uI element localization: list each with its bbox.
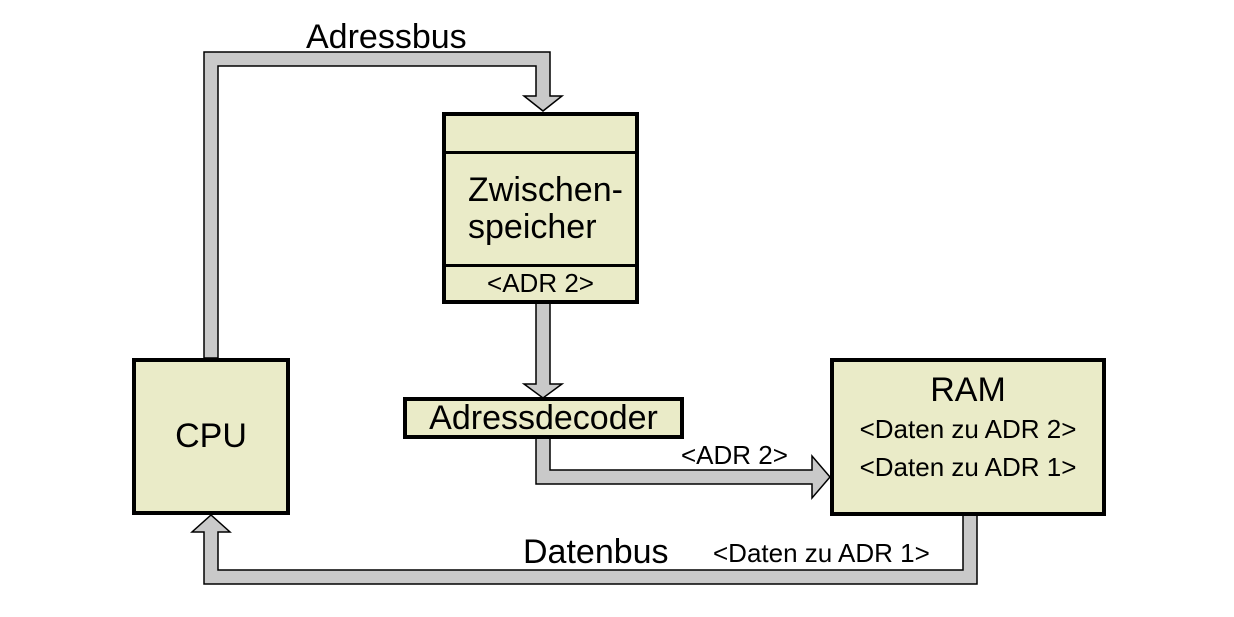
decoder-to-ram-arrow <box>535 437 831 501</box>
decoder-box: Adressdecoder <box>403 397 684 439</box>
decoder-label: Adressdecoder <box>429 398 658 437</box>
adr2-bus-label: <ADR 2> <box>681 440 788 470</box>
buffer-address-slot: <ADR 2> <box>446 264 635 300</box>
ram-title: RAM <box>930 371 1006 409</box>
adressbus-arrow <box>203 51 565 359</box>
cpu-box: CPU <box>132 358 290 515</box>
adressbus-label: Adressbus <box>306 18 467 56</box>
ram-data-line-1: <Daten zu ADR 2> <box>859 414 1077 444</box>
buffer-label-line1: Zwischen- <box>468 171 623 209</box>
buffer-label-line2: speicher <box>468 208 597 246</box>
buffer-empty-slot <box>446 116 635 154</box>
datenbus-label: Datenbus <box>523 533 669 571</box>
ram-data-line-2: <Daten zu ADR 1> <box>859 452 1077 482</box>
buffer-to-decoder-arrow <box>521 302 565 399</box>
buffer-label: Zwischen- speicher <box>446 154 635 264</box>
buffer-address-value: <ADR 2> <box>487 268 594 298</box>
buffer-box: Zwischen- speicher <ADR 2> <box>442 112 639 304</box>
cpu-label: CPU <box>175 417 247 455</box>
datenbus-arrow <box>190 511 978 585</box>
daten-zu-adr1-bus-label: <Daten zu ADR 1> <box>713 538 930 568</box>
ram-box: RAM <Daten zu ADR 2> <Daten zu ADR 1> <box>830 358 1106 516</box>
